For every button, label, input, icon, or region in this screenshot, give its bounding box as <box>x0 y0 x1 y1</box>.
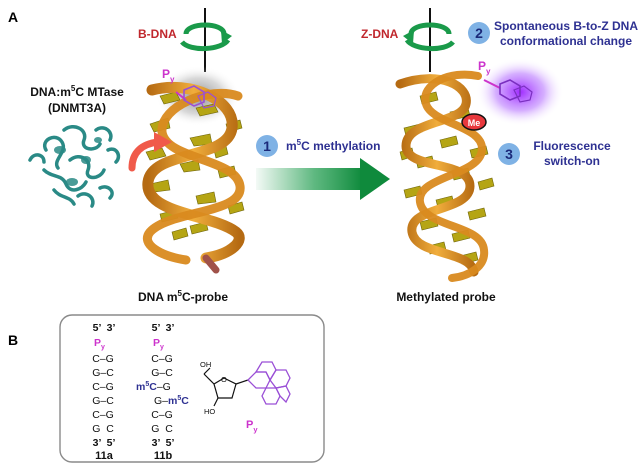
step-3-line1: Fluorescence <box>533 139 611 153</box>
probe-11b-pair-1: C–G <box>151 353 173 365</box>
ring-oxygen-label: O <box>221 375 227 384</box>
step-1-label: m5C methylation <box>286 138 380 153</box>
methyl-badge: Me <box>461 113 487 131</box>
py-nucleoside-structure: OH HO O Py <box>200 360 291 434</box>
probe-11a-pair-4: G–C <box>92 395 114 407</box>
probe-11a-end-bottom: 3’ 5’ <box>93 437 116 449</box>
probe-11b-pair-4: G–m5C <box>154 395 189 407</box>
py-right-label: Py <box>478 59 491 76</box>
probe-11a-end-top: 5’ 3’ <box>93 322 116 334</box>
methylation-arrow <box>256 158 390 200</box>
probe-11b-py: Py <box>153 337 164 351</box>
probe-11a: 5’ 3’ Py C–G G–C C–G G–C C–G G C 3’ 5’ 1… <box>92 322 115 462</box>
z-dna-helix <box>395 70 495 282</box>
left-caption: DNA m5C-probe <box>138 289 228 304</box>
b-dna-label: B-DNA <box>138 27 177 41</box>
probe-11a-pair-3: C–G <box>92 381 114 393</box>
step-1-number: 1 <box>263 138 271 154</box>
left-handed-rotation-icon <box>403 22 455 51</box>
step-2-number: 2 <box>475 25 483 41</box>
right-caption: Methylated probe <box>396 290 496 304</box>
probe-11a-name: 11a <box>95 450 114 462</box>
panel-b-frame <box>59 314 325 463</box>
probe-11a-pair-1: C–G <box>92 353 114 365</box>
py-left-label: Py <box>162 67 175 84</box>
probe-11b-end-bottom: 3’ 5’ <box>152 437 175 449</box>
enzyme-structure-detail <box>54 137 102 186</box>
probe-11b-pair-6: G C <box>151 423 173 435</box>
probe-11b-pair-5: C–G <box>151 409 173 421</box>
probe-11b-pair-2: G–C <box>151 367 173 379</box>
step-2-badge: 2 <box>468 22 490 44</box>
step-3-number: 3 <box>505 146 513 162</box>
probe-11a-pair-6: G C <box>92 423 114 435</box>
probe-11b-pair-3: m5C–G <box>136 381 171 393</box>
py-structure-label: Py <box>246 419 258 434</box>
probe-11b: 5’ 3’ Py C–G G–C m5C–G G–m5C C–G G C 3’ … <box>136 322 189 462</box>
step-1-badge: 1 <box>256 135 278 157</box>
probe-11a-pair-5: C–G <box>92 409 114 421</box>
step-3-line2: switch-on <box>544 154 600 168</box>
step-3-badge: 3 <box>498 143 520 165</box>
probe-11a-py: Py <box>94 337 105 351</box>
probe-11b-name: 11b <box>154 450 173 462</box>
methyl-label: Me <box>468 118 481 128</box>
right-handed-rotation-icon <box>180 22 232 51</box>
pyrene-right <box>483 79 533 103</box>
z-dna-label: Z-DNA <box>361 27 399 41</box>
panel-b-label: B <box>8 332 18 348</box>
step-2-line1: Spontaneous B-to-Z DNA <box>494 19 638 33</box>
oh-label: OH <box>200 360 211 369</box>
enzyme-label-line2: (DNMT3A) <box>48 101 106 115</box>
enzyme-label-line1: DNA:m5C MTase <box>30 84 124 99</box>
enzyme-binding-arrow <box>128 132 172 172</box>
step-2-line2: conformational change <box>500 34 632 48</box>
enzyme-structure <box>28 125 121 208</box>
pyrene-left <box>175 85 217 109</box>
probe-11b-end-top: 5’ 3’ <box>152 322 175 334</box>
probe-11a-pair-2: G–C <box>92 367 114 379</box>
b-dna-helix <box>142 81 245 274</box>
ho-label: HO <box>204 407 215 416</box>
panel-a-label: A <box>8 9 18 25</box>
